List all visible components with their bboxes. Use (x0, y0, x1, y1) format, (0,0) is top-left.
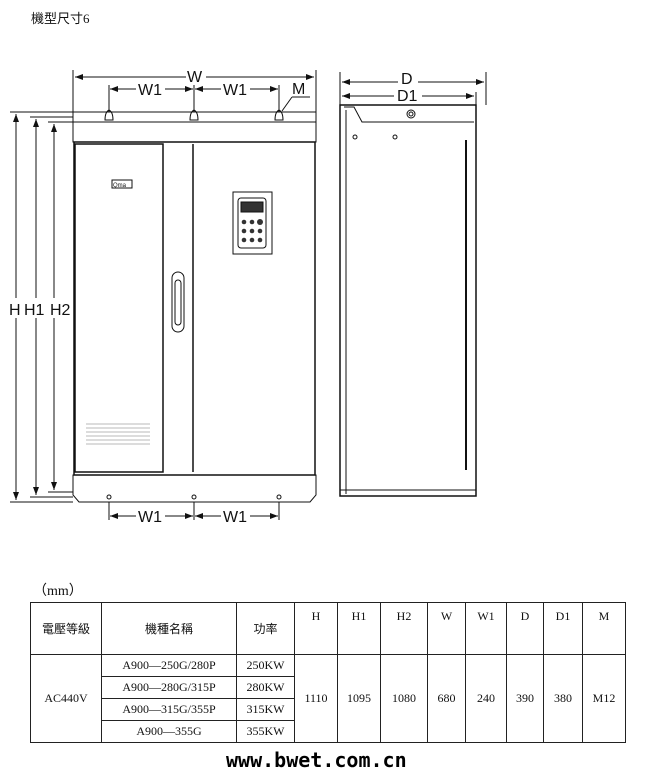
d-cell: 390 (506, 654, 544, 743)
label-m: M (292, 81, 305, 98)
model-cell: A900—250G/280P (101, 654, 237, 677)
power-cell: 355KW (236, 720, 295, 743)
table-header: 電壓等級 機種名稱 功率 H H1 H2 W W1 D D1 M (30, 602, 626, 655)
header-d: D (506, 602, 544, 655)
power-cell: 250KW (236, 654, 295, 677)
label-h1: H1 (24, 302, 45, 319)
unit-label: （mm） (33, 584, 83, 599)
watermark: www.bwet.com.cn (226, 748, 407, 772)
header-voltage: 電壓等級 (30, 602, 102, 655)
header-m: M (582, 602, 626, 655)
header-h2: H2 (380, 602, 428, 655)
label-d: D (401, 71, 413, 88)
voltage-cell: AC440V (30, 654, 102, 743)
dimension-drawing: Qma (9, 69, 487, 526)
table-row: A900—355G 355KW (31, 720, 626, 743)
page-title: 機型尺寸6 (31, 11, 90, 26)
label-d1: D1 (397, 88, 418, 105)
label-h2: H2 (50, 302, 71, 319)
dimension-table: 電壓等級 機種名稱 功率 H H1 H2 W W1 D D1 M AC440V … (30, 602, 626, 743)
h1-cell: 1095 (337, 654, 381, 743)
power-cell: 315KW (236, 698, 295, 721)
header-w: W (427, 602, 466, 655)
header-w1: W1 (465, 602, 507, 655)
front-view: Qma (72, 109, 317, 503)
table-row: A900—280G/315P 280KW (31, 676, 626, 699)
table-row: A900—315G/355P 315KW (31, 698, 626, 721)
side-view (339, 104, 477, 497)
w1-cell: 240 (465, 654, 507, 743)
label-w1-bottom-right: W1 (223, 509, 247, 526)
header-h1: H1 (337, 602, 381, 655)
label-w1-bottom-left: W1 (138, 509, 162, 526)
power-cell: 280KW (236, 676, 295, 699)
model-cell: A900—355G (101, 720, 237, 743)
label-h: H (9, 302, 21, 319)
d1-cell: 380 (543, 654, 583, 743)
h-cell: 1110 (294, 654, 338, 743)
header-d1: D1 (543, 602, 583, 655)
model-cell: A900—280G/315P (101, 676, 237, 699)
h2-cell: 1080 (380, 654, 428, 743)
dimension-lines (10, 70, 487, 520)
header-model: 機種名稱 (101, 602, 237, 655)
header-h: H (294, 602, 338, 655)
m-cell: M12 (582, 654, 626, 743)
label-w: W (187, 69, 203, 86)
header-power: 功率 (236, 602, 295, 655)
label-w1-left: W1 (138, 82, 162, 99)
model-cell: A900—315G/355P (101, 698, 237, 721)
table-row: AC440V A900—250G/280P 250KW 1110 1095 10… (30, 654, 626, 743)
logo: Qma (113, 183, 127, 189)
w-cell: 680 (427, 654, 466, 743)
label-w1-right: W1 (223, 82, 247, 99)
